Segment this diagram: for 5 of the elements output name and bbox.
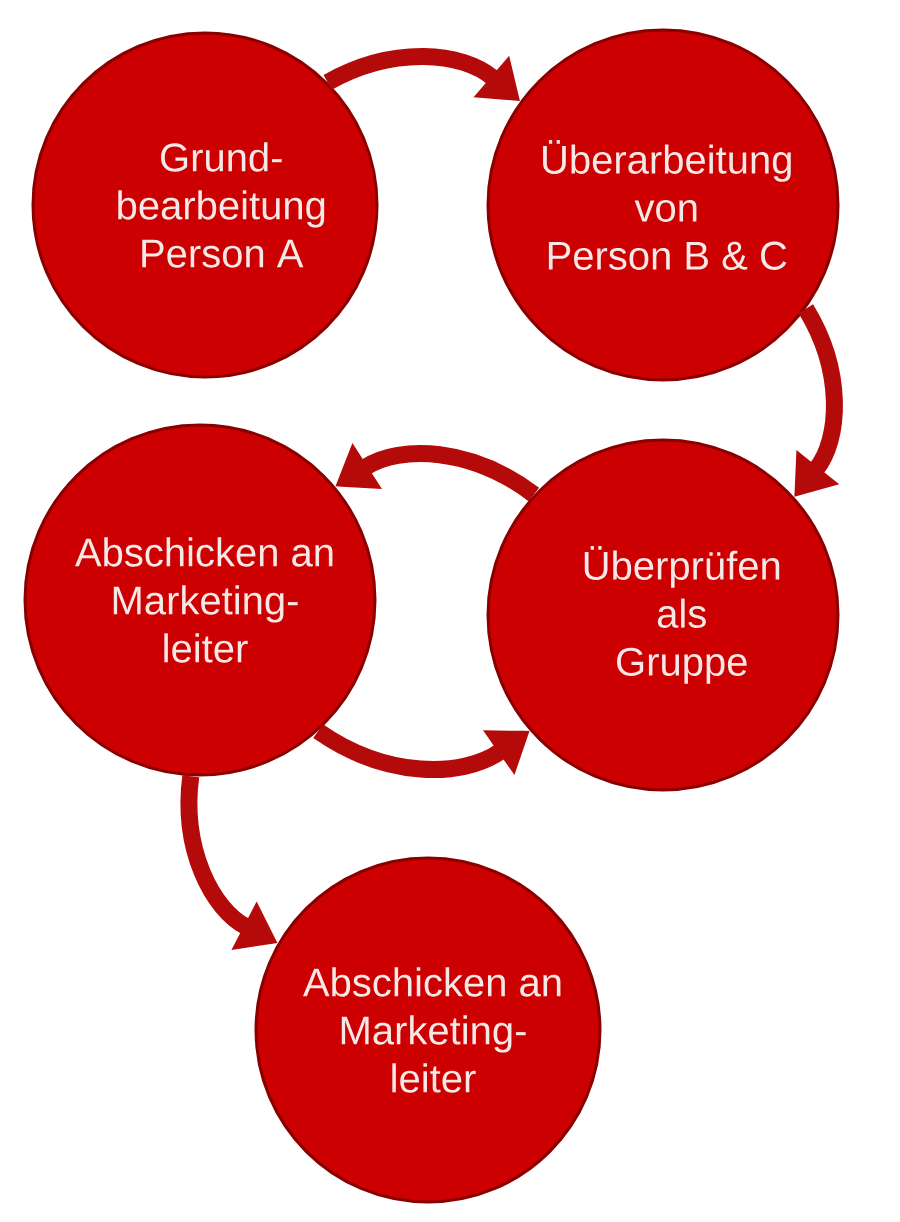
circle-node: Abschicken an Marketing- leiter: [23, 423, 377, 777]
circle-node: Grund- bearbeitung Person A: [31, 31, 379, 379]
circle-node: Überarbeitung von Person B & C: [486, 28, 840, 382]
circle-node: Abschicken an Marketing- leiter: [254, 856, 602, 1204]
circle-node: Überprüfen als Gruppe: [486, 438, 840, 792]
